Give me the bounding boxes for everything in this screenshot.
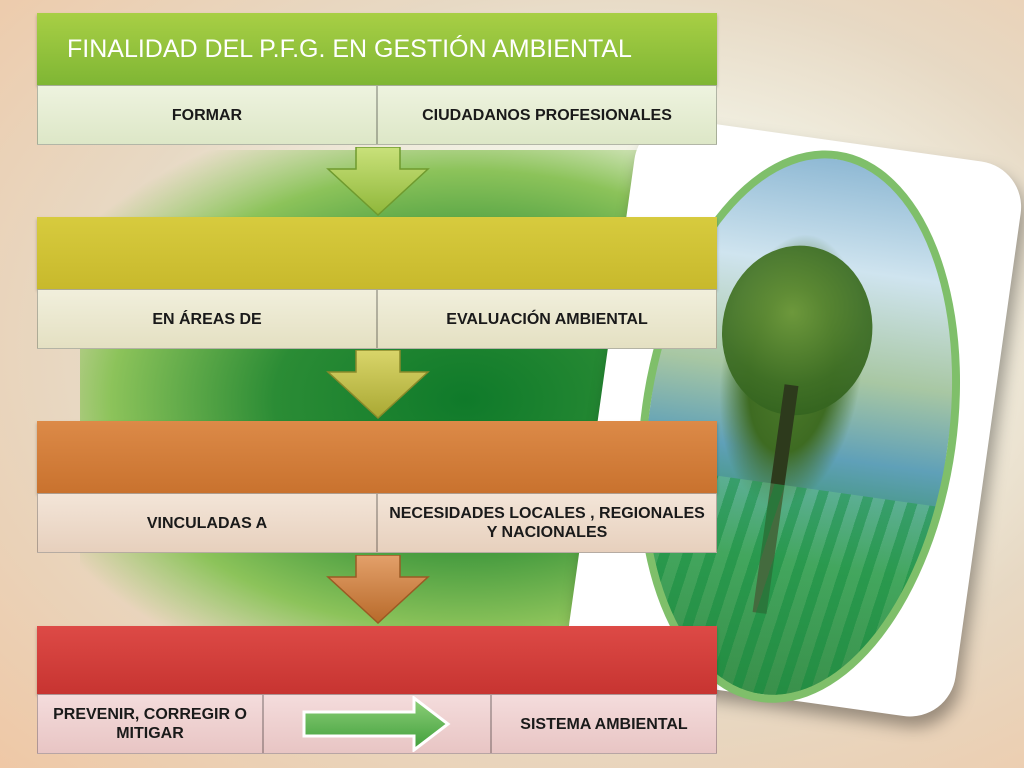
step-1-left: FORMAR xyxy=(37,85,377,145)
step-block-3: VINCULADAS A NECESIDADES LOCALES , REGIO… xyxy=(37,421,717,553)
step-3-header-bar xyxy=(37,421,717,493)
step-4-header-bar xyxy=(37,626,717,694)
step-1-right: CIUDADANOS PROFESIONALES xyxy=(377,85,717,145)
step-row-1: FORMAR CIUDADANOS PROFESIONALES xyxy=(37,85,717,145)
step-4-arrow-cell xyxy=(263,694,491,754)
step-2-right: EVALUACIÓN AMBIENTAL xyxy=(377,289,717,349)
step-2-left: EN ÁREAS DE xyxy=(37,289,377,349)
step-row-4: PREVENIR, CORREGIR O MITIGAR SISTEMA AMB… xyxy=(37,694,717,754)
step-block-2: EN ÁREAS DE EVALUACIÓN AMBIENTAL xyxy=(37,217,717,349)
step-block-1: FINALIDAD DEL P.F.G. EN GESTIÓN AMBIENTA… xyxy=(37,13,717,145)
step-3-left: VINCULADAS A xyxy=(37,493,377,553)
step-block-4: PREVENIR, CORREGIR O MITIGAR SISTEMA AMB… xyxy=(37,626,717,754)
step-row-3: VINCULADAS A NECESIDADES LOCALES , REGIO… xyxy=(37,493,717,553)
down-arrow-icon xyxy=(326,147,430,217)
tree-canopy xyxy=(711,235,884,426)
down-arrow-icon xyxy=(326,555,430,625)
step-4-left: PREVENIR, CORREGIR O MITIGAR xyxy=(37,694,263,754)
page-title: FINALIDAD DEL P.F.G. EN GESTIÓN AMBIENTA… xyxy=(67,35,632,63)
step-2-header-bar xyxy=(37,217,717,289)
step-row-2: EN ÁREAS DE EVALUACIÓN AMBIENTAL xyxy=(37,289,717,349)
step-3-right: NECESIDADES LOCALES , REGIONALES Y NACIO… xyxy=(377,493,717,553)
step-4-right: SISTEMA AMBIENTAL xyxy=(491,694,717,754)
right-arrow-icon xyxy=(302,696,451,752)
title-bar: FINALIDAD DEL P.F.G. EN GESTIÓN AMBIENTA… xyxy=(37,13,717,85)
down-arrow-icon xyxy=(326,350,430,420)
